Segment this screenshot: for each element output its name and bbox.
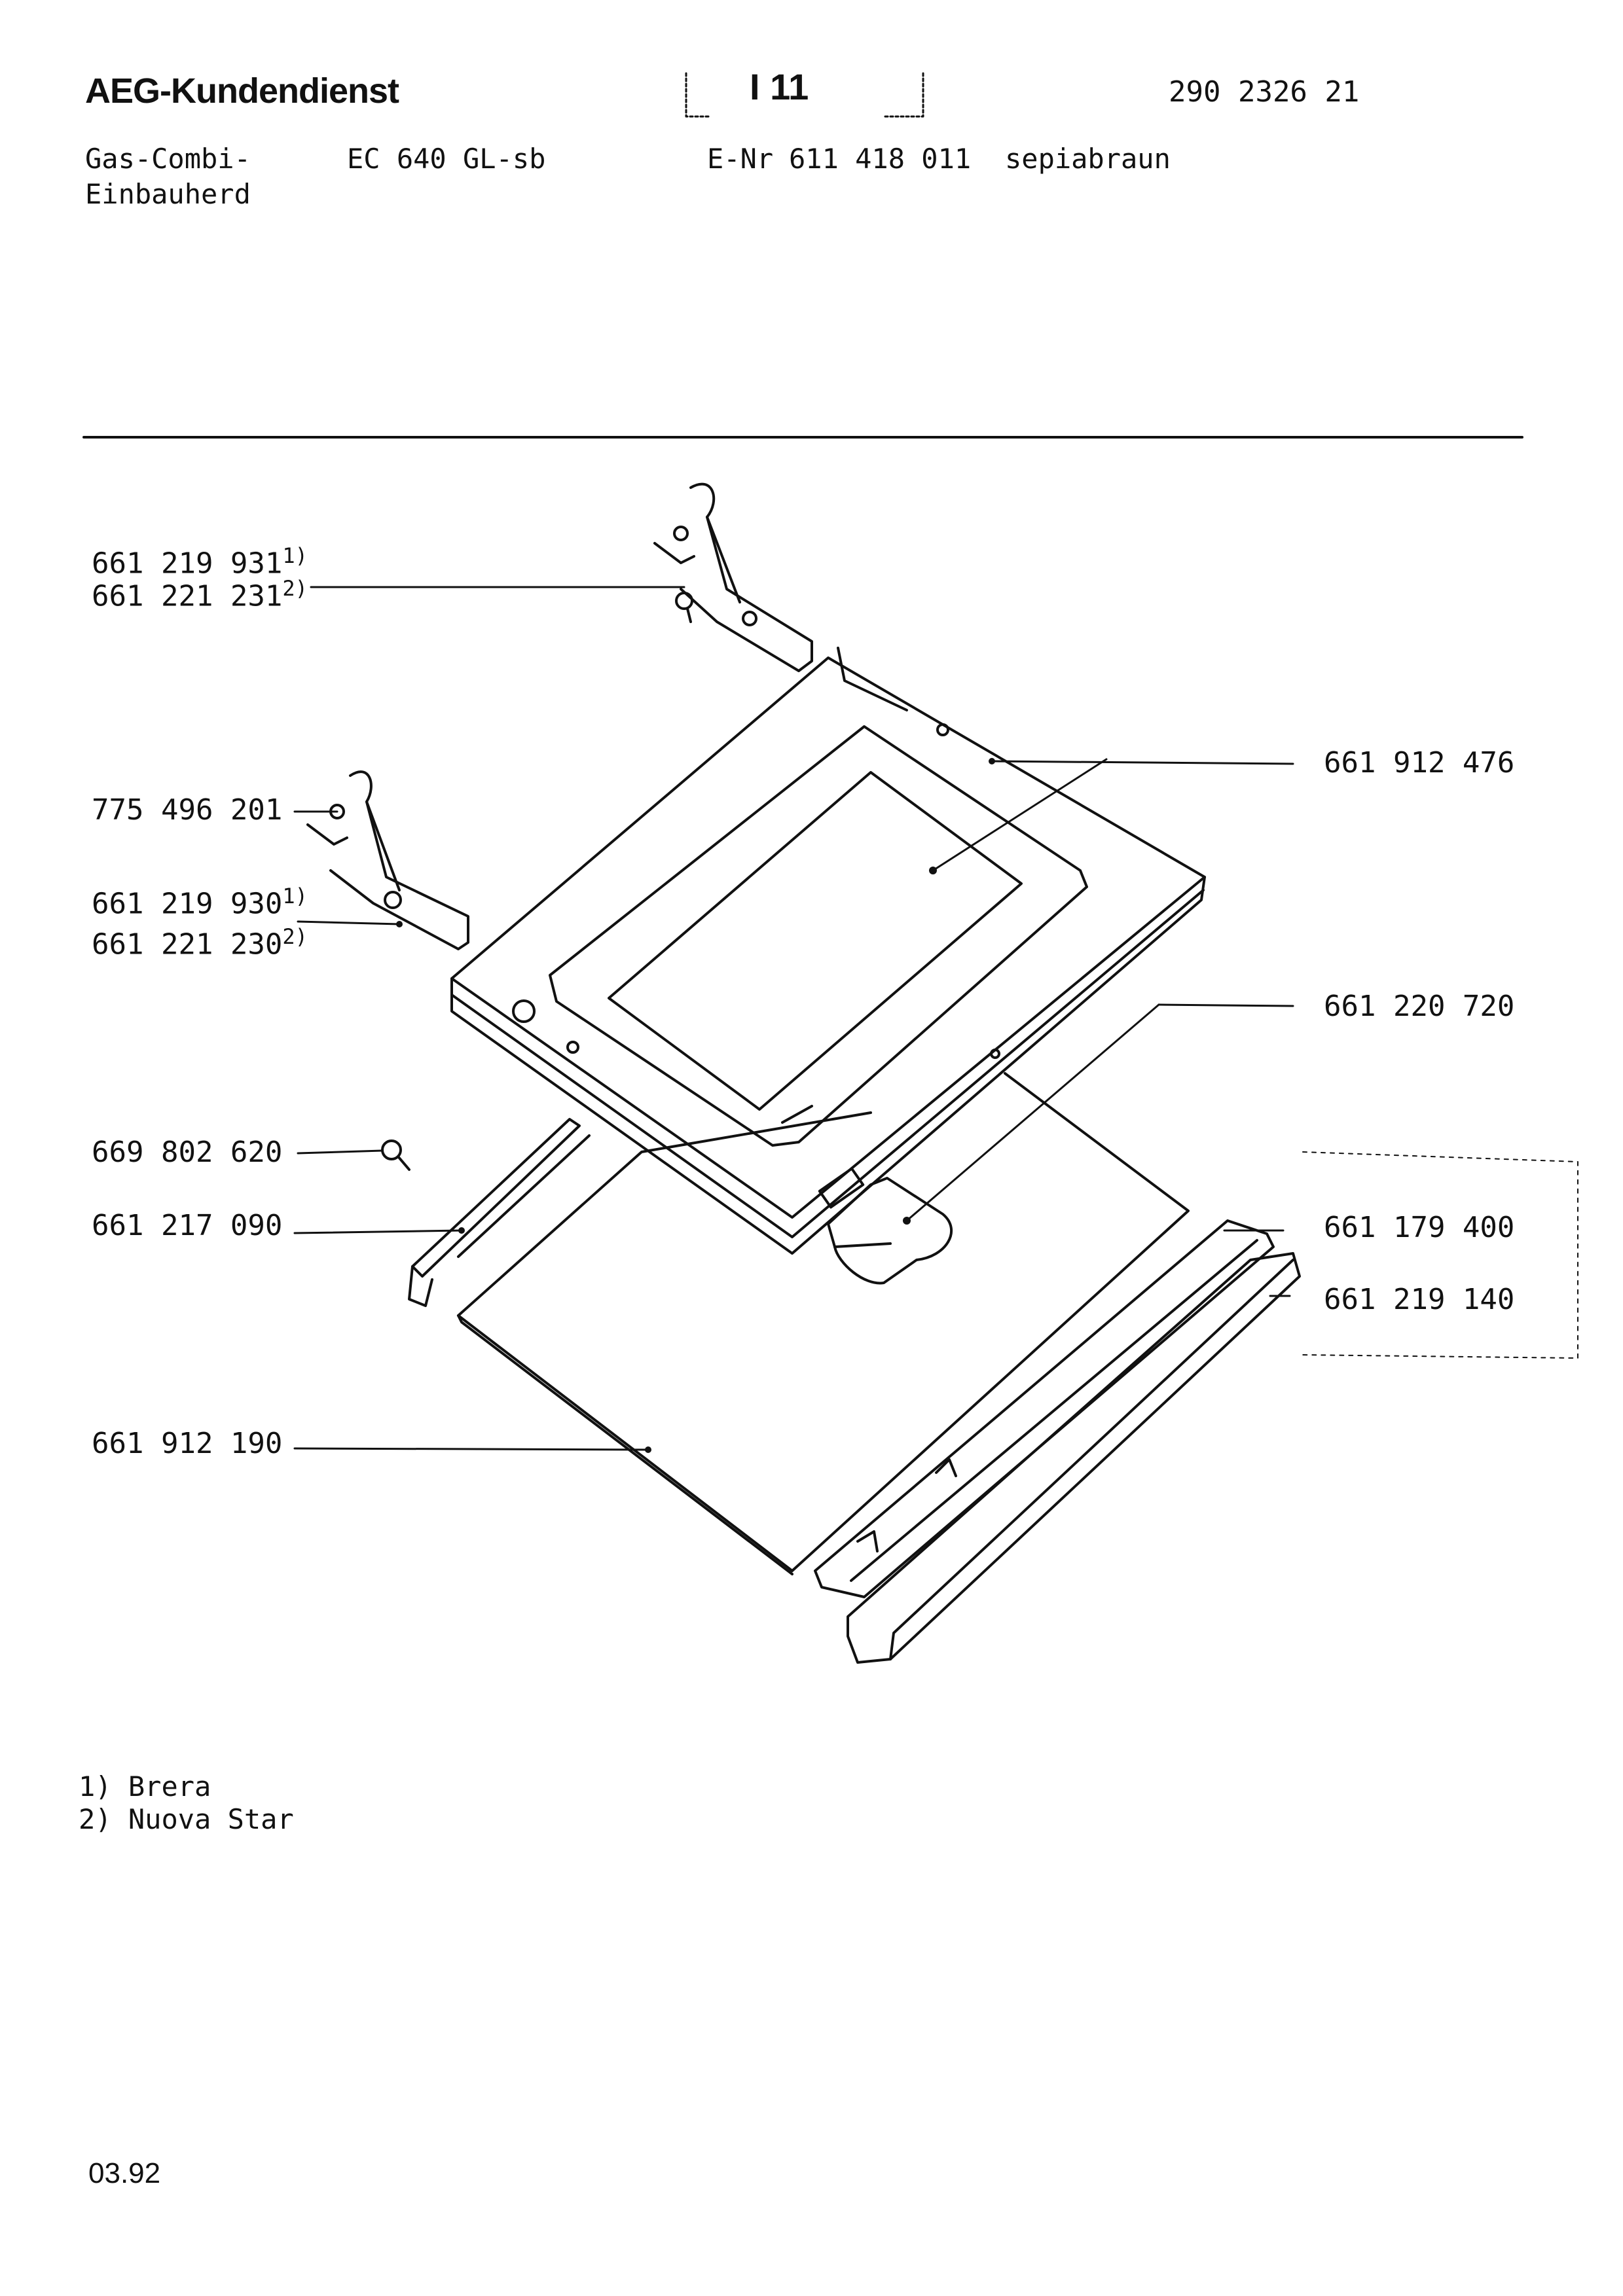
- part-label: 661 912 190: [92, 1427, 283, 1460]
- screw-drawing: [381, 1139, 410, 1171]
- model-number: EC 640 GL-sb: [347, 143, 546, 175]
- enr-number: 611 418 011: [789, 143, 972, 175]
- color-name: sepiabraun: [1005, 143, 1171, 175]
- part-label: 661 217 090: [92, 1209, 283, 1242]
- part-label: 775 496 201: [92, 793, 283, 827]
- door-handle-drawing: [818, 1167, 953, 1285]
- section-number: I 11: [750, 66, 809, 107]
- product-type-line1: Gas-Combi-: [85, 143, 251, 175]
- part-label: 661 221 2312): [92, 576, 308, 613]
- document-number: 290 2326 21: [1169, 75, 1360, 109]
- product-type-line2: Einbauherd: [85, 178, 251, 210]
- part-label: 661 179 400: [1324, 1211, 1515, 1244]
- footnote-1: 1) Brera: [79, 1770, 211, 1803]
- part-label: 669 802 620: [92, 1136, 283, 1169]
- part-label: 661 219 140: [1324, 1283, 1515, 1316]
- glass-pane-drawing: [457, 1072, 1190, 1575]
- part-label: 661 220 720: [1324, 990, 1515, 1023]
- leader-lines: [293, 586, 1294, 1451]
- enr-label: E-Nr: [707, 143, 774, 175]
- footnote-2: 2) Nuova Star: [79, 1803, 294, 1835]
- part-label: 661 912 476: [1324, 746, 1515, 780]
- part-label: 661 219 9301): [92, 884, 308, 921]
- part-label: 661 221 2302): [92, 924, 308, 961]
- brand-title: AEG-Kundendienst: [85, 71, 399, 111]
- trim-strip-drawing: [814, 1219, 1301, 1664]
- part-label: 661 219 9311): [92, 543, 308, 581]
- upper-hinge-drawing: [653, 482, 813, 672]
- side-rail-drawing: [408, 1118, 591, 1307]
- oven-door-drawing: [450, 647, 1206, 1255]
- print-date: 03.92: [88, 2157, 161, 2189]
